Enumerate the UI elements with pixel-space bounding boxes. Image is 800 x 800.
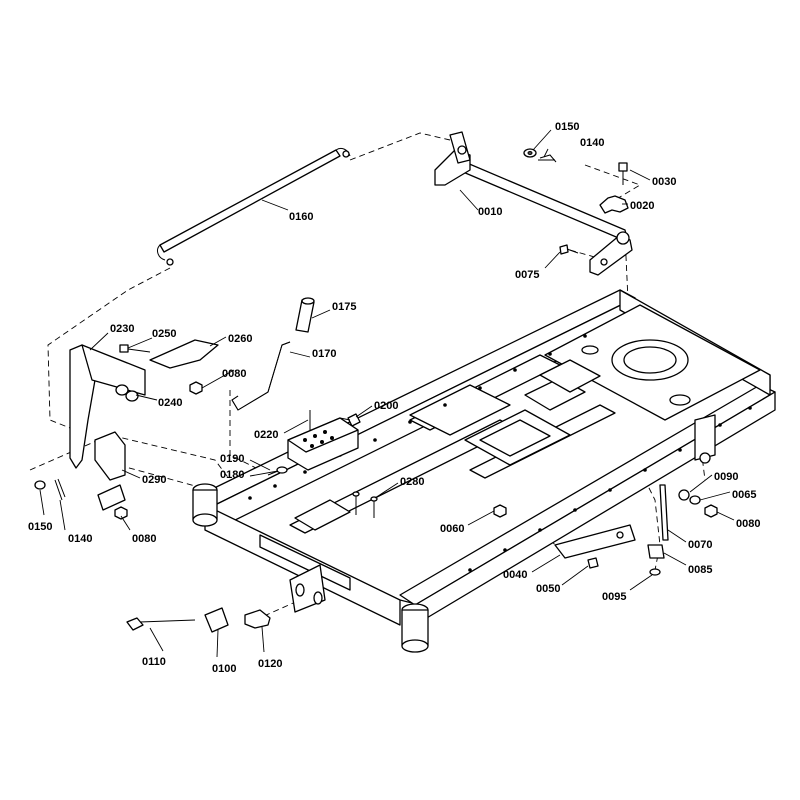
rear-shaft-assembly xyxy=(434,131,633,276)
callout-0075: 0075 xyxy=(515,269,539,281)
callout-0160: 0160 xyxy=(289,211,313,223)
callout-0180: 0180 xyxy=(220,469,244,481)
callout-0050: 0050 xyxy=(536,583,560,595)
callout-0220: 0220 xyxy=(254,429,278,441)
callout-0070: 0070 xyxy=(688,539,712,551)
callout-0250: 0250 xyxy=(152,328,176,340)
callout-0040: 0040 xyxy=(503,569,527,581)
callout-leaders xyxy=(39,129,735,658)
callout-0280: 0280 xyxy=(400,476,424,488)
callout-0090: 0090 xyxy=(714,471,738,483)
callout-0080-left: 0080 xyxy=(132,533,156,545)
callout-0100: 0100 xyxy=(212,663,236,675)
callout-0290: 0290 xyxy=(142,474,166,486)
callout-0230: 0230 xyxy=(110,323,134,335)
callout-0085: 0085 xyxy=(688,564,712,576)
callout-0175: 0175 xyxy=(332,301,356,313)
callout-0080-upper: 0080 xyxy=(222,368,246,380)
callout-0140-left: 0140 xyxy=(68,533,92,545)
callout-0150-left: 0150 xyxy=(28,521,52,533)
callout-0030: 0030 xyxy=(652,176,676,188)
frame-holes xyxy=(248,334,752,572)
callout-0120: 0120 xyxy=(258,658,282,670)
rod-0160 xyxy=(157,147,351,266)
callout-0140-top: 0140 xyxy=(580,137,604,149)
callout-0200: 0200 xyxy=(374,400,398,412)
callout-0065: 0065 xyxy=(732,489,756,501)
callout-labels: 0010 0020 0030 0040 0050 0060 0065 0070 … xyxy=(28,121,760,675)
callout-0080-right: 0080 xyxy=(736,518,760,530)
callout-0170: 0170 xyxy=(312,348,336,360)
callout-0110: 0110 xyxy=(142,656,166,668)
callout-0240: 0240 xyxy=(158,397,182,409)
callout-0190: 0190 xyxy=(220,453,244,465)
callout-0060: 0060 xyxy=(440,523,464,535)
callout-0020: 0020 xyxy=(630,200,654,212)
callout-0260: 0260 xyxy=(228,333,252,345)
callout-0150-top: 0150 xyxy=(555,121,579,133)
callout-0095: 0095 xyxy=(602,591,626,603)
callout-0010: 0010 xyxy=(478,206,502,218)
